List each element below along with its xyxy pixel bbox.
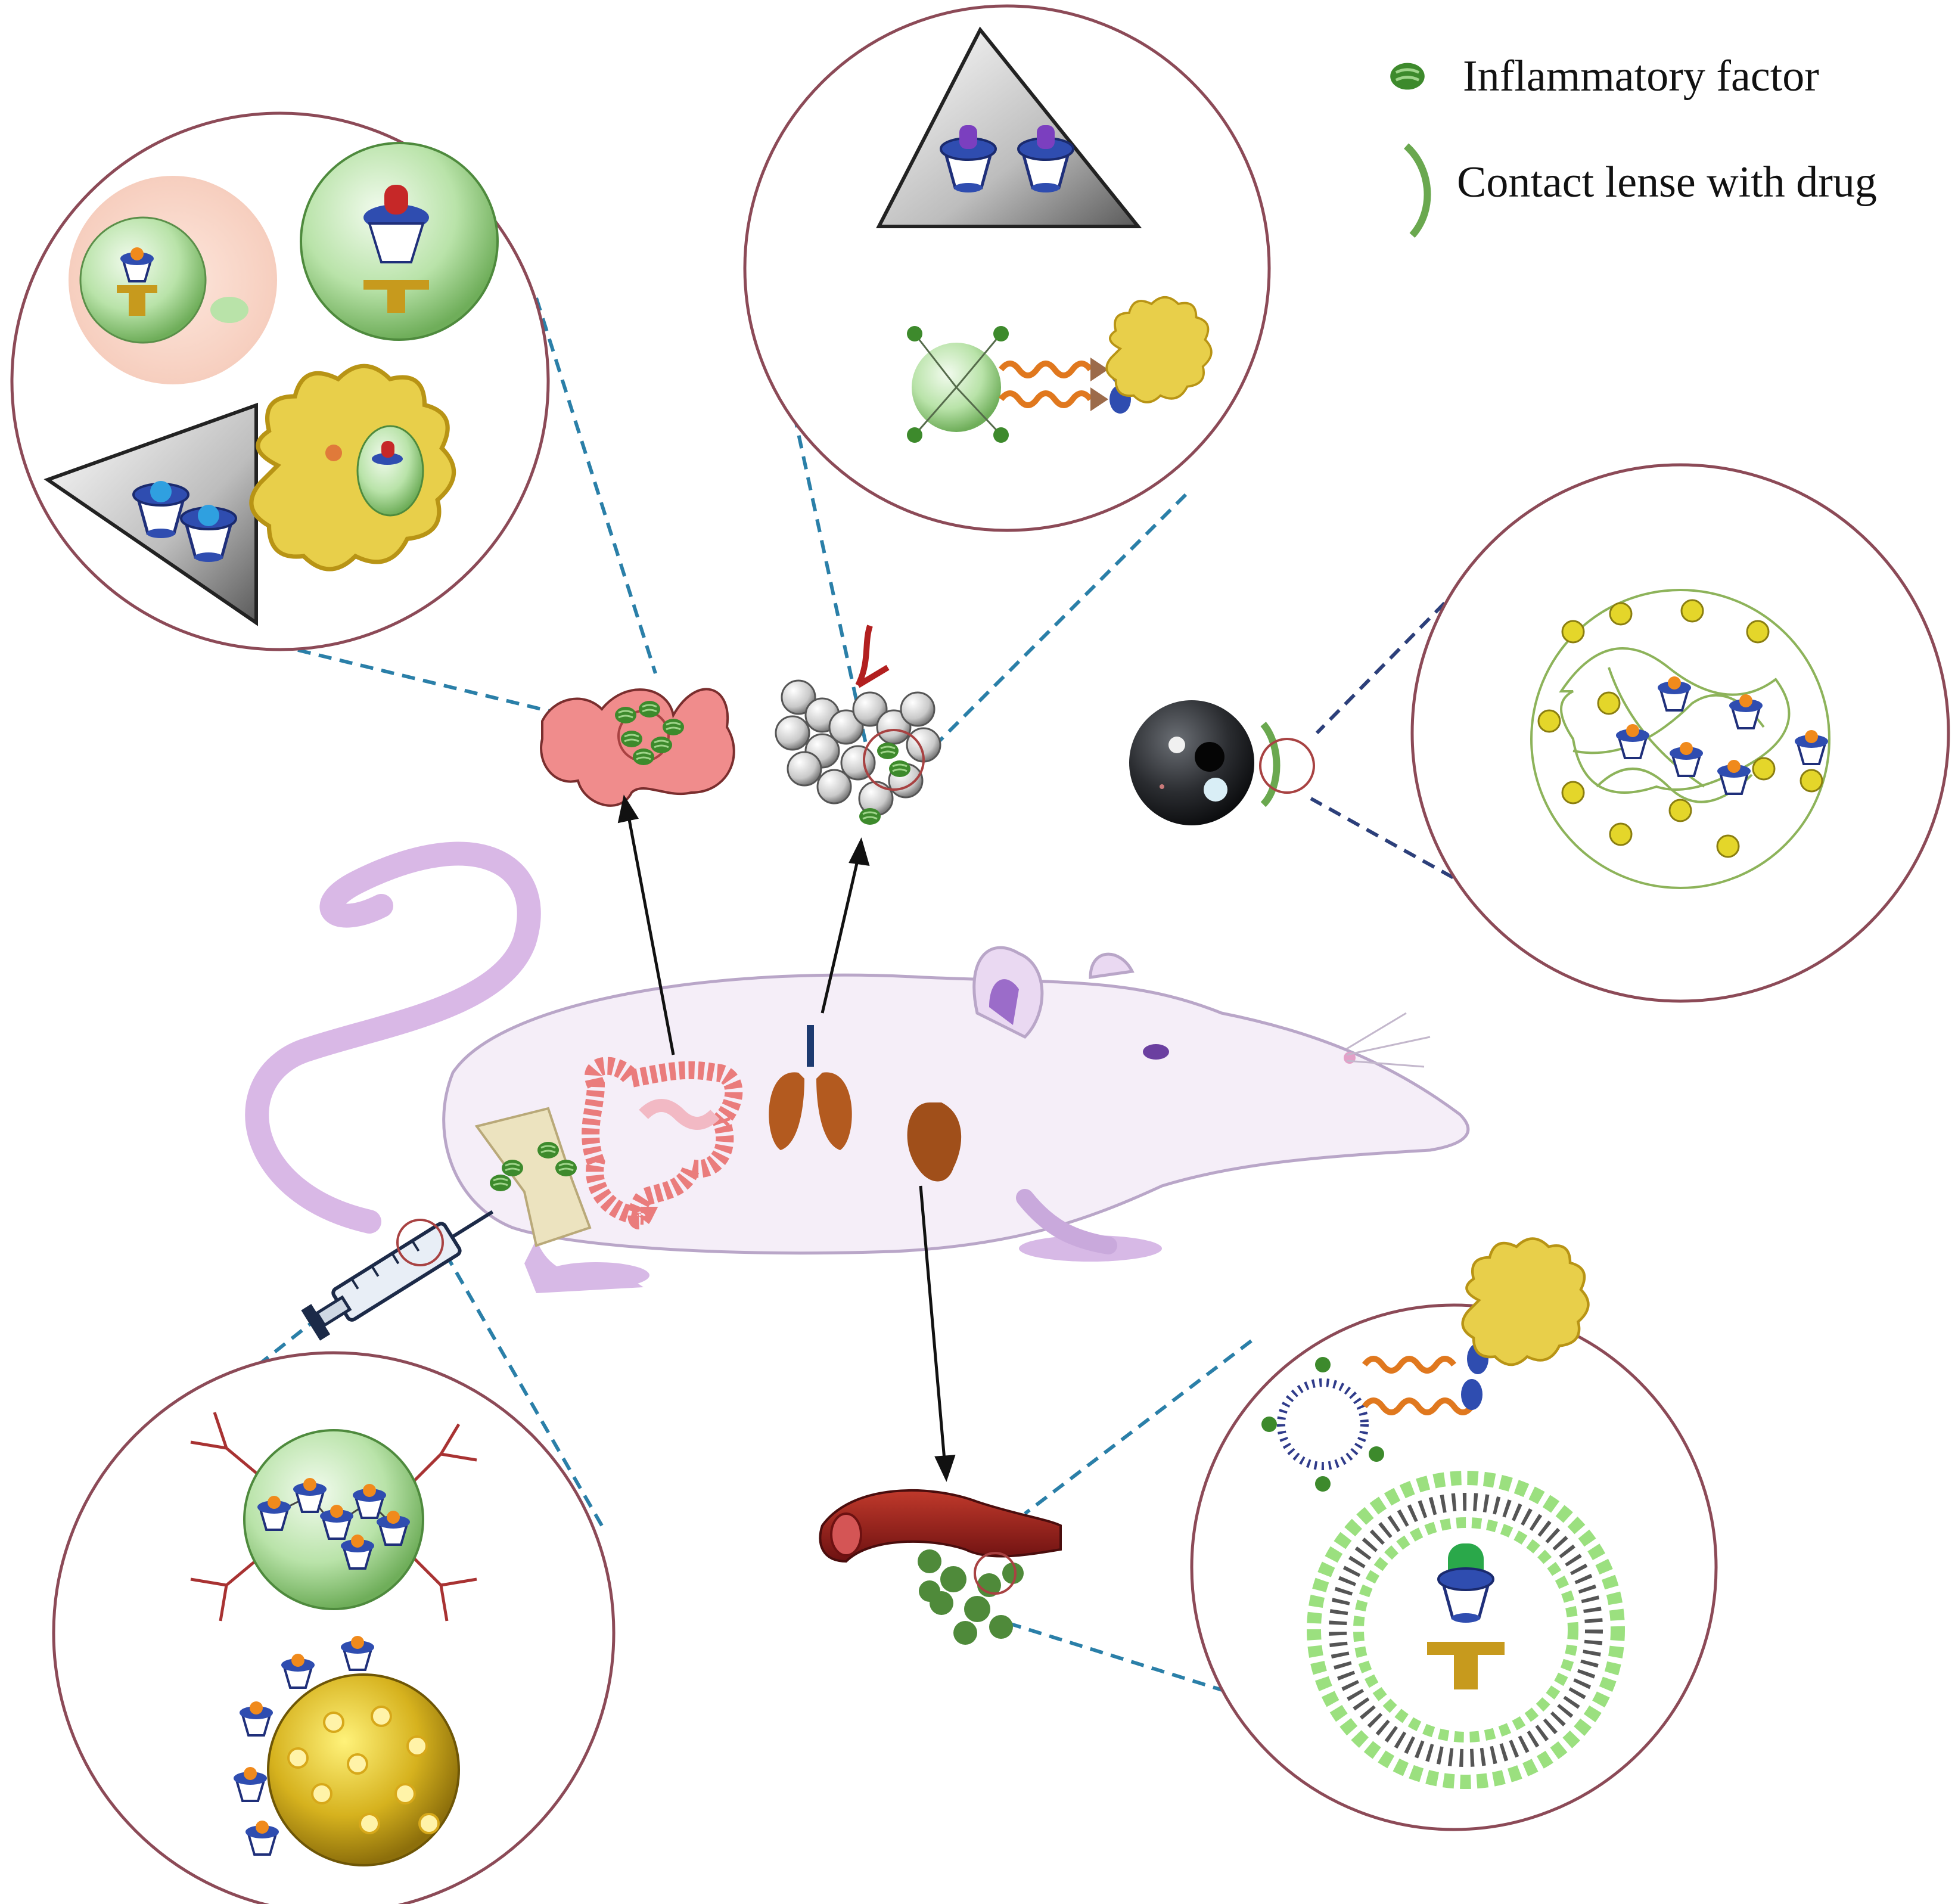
dash-eye-circle-top [1315, 555, 1491, 735]
arrow-lung-head [849, 837, 870, 866]
lung-left-icon [769, 1072, 804, 1150]
eyeball-icon [1129, 700, 1315, 825]
anchor-stem-icon [129, 292, 145, 316]
drug-molecule-icon [384, 185, 408, 215]
inflammatory-factor-icon [1390, 63, 1425, 90]
contact-lens-icon [1403, 143, 1431, 238]
rat-eye [1143, 1044, 1169, 1060]
joint-circle-contents [190, 1412, 477, 1866]
dash-vessel-circle-top [1024, 1339, 1253, 1515]
dash-lung-circle-right [928, 493, 1188, 753]
arrow-colon-head [617, 794, 639, 824]
contact-lens-on-eye [1260, 722, 1281, 807]
dash-colon-circle-right [534, 297, 657, 674]
colon-organ-icon [540, 688, 735, 807]
rat-ear-inner [989, 979, 1019, 1025]
arrow-vessel-head [934, 1455, 956, 1482]
dash-eye-circle-bottom [1310, 797, 1473, 890]
liposome-small [1277, 1378, 1369, 1470]
colon-circle-contents [43, 142, 499, 626]
lung-right-icon [816, 1072, 852, 1150]
blood-vessel-icon [819, 1489, 1062, 1645]
arrow-vessel [919, 1185, 946, 1461]
rat-illustration [245, 841, 1470, 1293]
dash-syringe-circle-right [439, 1244, 604, 1527]
legend [1390, 63, 1431, 238]
eye-circle-contents [1530, 589, 1830, 889]
hydrogel-network [1530, 589, 1830, 889]
arrows [617, 794, 956, 1482]
legend-label-inflammatory-factor: Inflammatory factor [1463, 52, 1819, 101]
organs [474, 1025, 962, 1247]
intestine-icon [582, 1057, 743, 1229]
lung-circle-contents [876, 26, 1213, 443]
rat-hind-paw [542, 1262, 649, 1288]
zoom-circle-eye [1410, 463, 1950, 1003]
vesicle-icon [210, 297, 248, 323]
arrow-lung [821, 858, 860, 1014]
anchor-stem-icon [1454, 1642, 1478, 1689]
rat-body [442, 973, 1470, 1255]
zoom-circle-joint [52, 1351, 616, 1904]
injection-site-highlight [396, 1219, 444, 1266]
liposome-bilayer [1307, 1471, 1625, 1789]
legend-label-contact-lens: Contact lense with drug [1457, 158, 1877, 207]
linker-chain [999, 361, 1093, 378]
anchor-stem-icon [387, 280, 405, 313]
rat-whiskers [1346, 1012, 1431, 1068]
alveoli-icon [775, 625, 941, 826]
vessel-circle-contents [1261, 1239, 1625, 1789]
dna-tetrahedron [876, 26, 1142, 228]
arrow-colon [627, 816, 675, 1055]
syringe-icon [301, 1210, 494, 1341]
linker-chain [1362, 1397, 1474, 1415]
knee-joint-icon [474, 1107, 592, 1247]
heart-icon [907, 1102, 962, 1182]
rat-tail [245, 841, 541, 1234]
